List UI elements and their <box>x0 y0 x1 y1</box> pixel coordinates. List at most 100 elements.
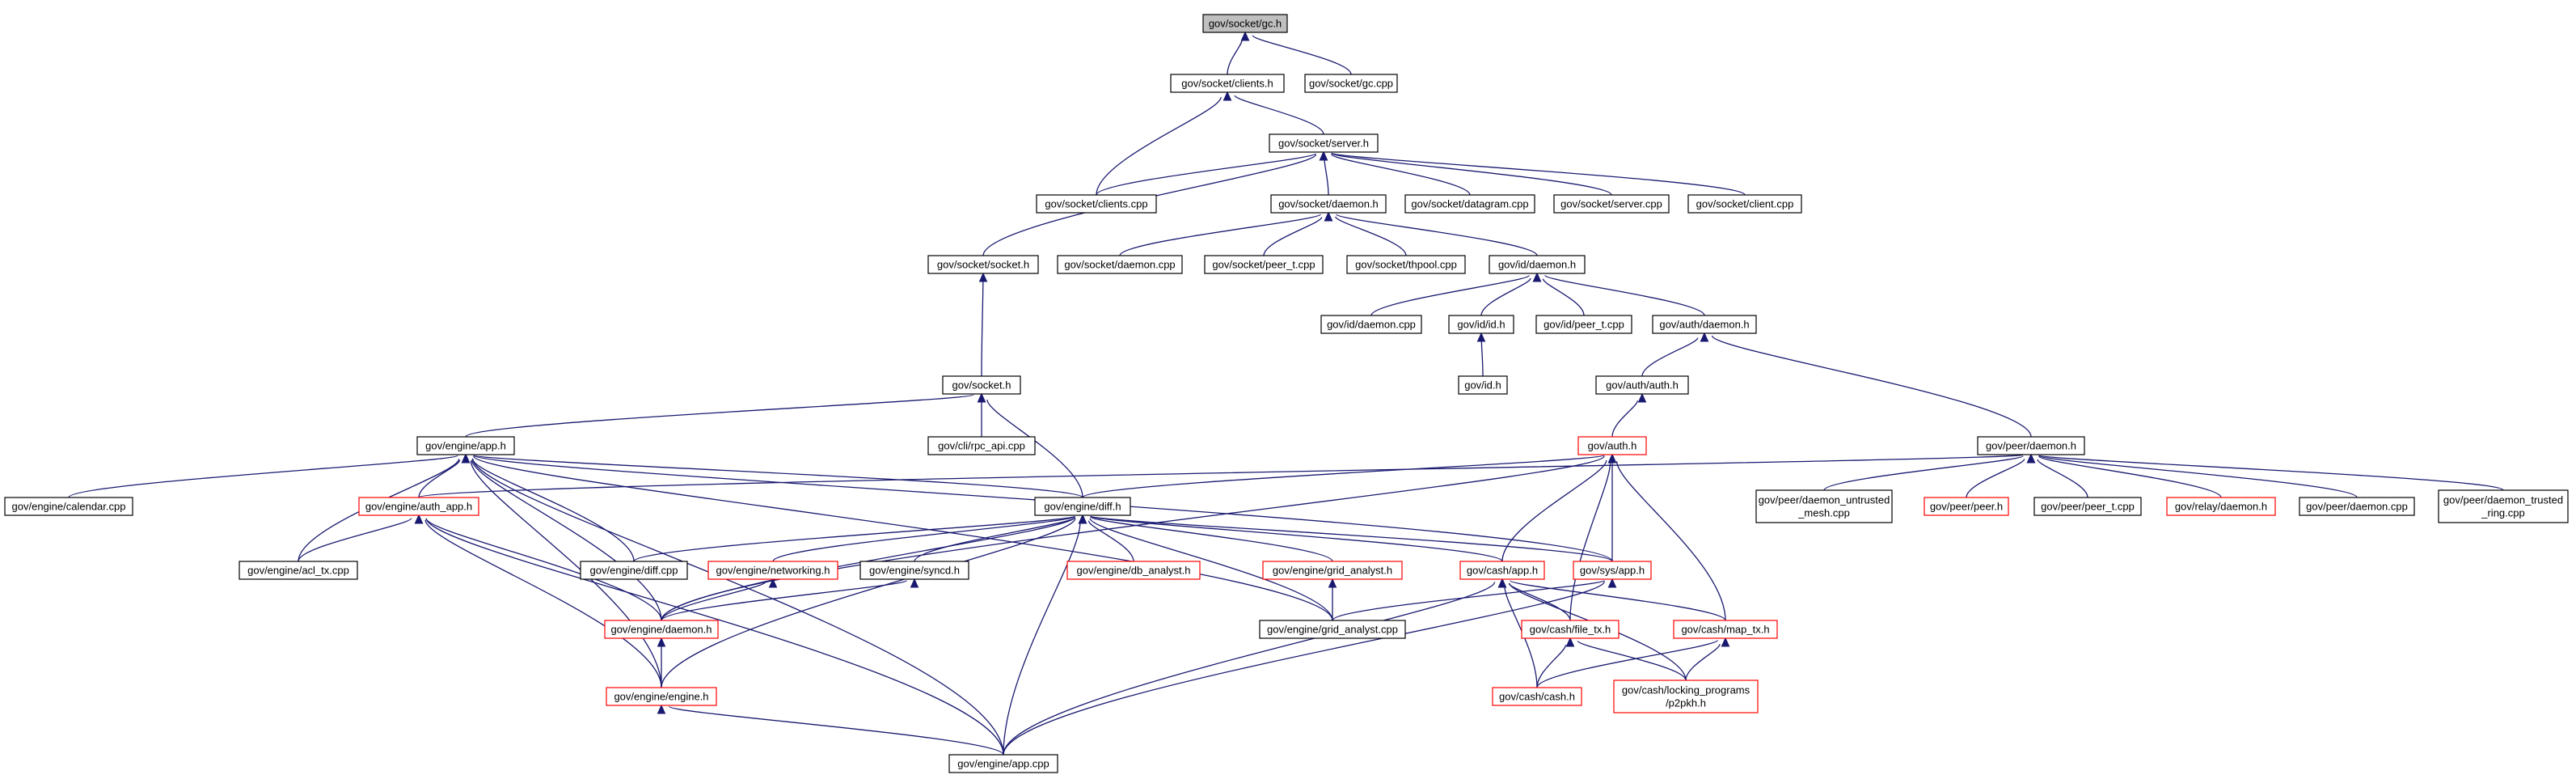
node-box[interactable] <box>2033 497 2142 516</box>
node-socket_socket_h[interactable]: gov/socket/socket.h <box>927 255 1039 274</box>
node-auth_daemon_h[interactable]: gov/auth/daemon.h <box>1652 315 1757 334</box>
node-box[interactable] <box>1652 315 1757 334</box>
node-trusted_ring[interactable]: gov/peer/daemon_trusted_ring.cpp <box>2438 489 2569 523</box>
node-box[interactable] <box>1535 315 1632 334</box>
node-server_cpp[interactable]: gov/socket/server.cpp <box>1553 194 1670 214</box>
node-box[interactable] <box>1595 375 1689 395</box>
node-map_tx_h[interactable]: gov/cash/map_tx.h <box>1673 620 1778 639</box>
node-box[interactable] <box>942 375 1021 395</box>
node-gc_cpp[interactable]: gov/socket/gc.cpp <box>1304 74 1398 93</box>
node-clients_cpp[interactable]: gov/socket/clients.cpp <box>1036 194 1157 214</box>
node-calendar_cpp[interactable]: gov/engine/calendar.cpp <box>4 497 133 516</box>
node-box[interactable] <box>859 561 969 580</box>
node-box[interactable] <box>1489 255 1586 274</box>
node-box[interactable] <box>239 561 358 580</box>
node-box[interactable] <box>604 620 719 639</box>
node-box[interactable] <box>1262 561 1403 580</box>
node-diff_h[interactable]: gov/engine/diff.h <box>1034 497 1131 516</box>
node-box[interactable] <box>1977 436 2085 455</box>
node-box[interactable] <box>1204 255 1324 274</box>
node-diff_cpp[interactable]: gov/engine/diff.cpp <box>580 561 688 580</box>
node-box[interactable] <box>1459 561 1545 580</box>
node-box[interactable] <box>1346 255 1466 274</box>
node-box[interactable] <box>927 436 1036 455</box>
node-auth_h[interactable]: gov/auth.h <box>1577 436 1647 455</box>
node-id_daemon_cpp[interactable]: gov/id/daemon.cpp <box>1320 315 1422 334</box>
node-box[interactable] <box>1492 687 1582 706</box>
node-box[interactable] <box>1304 74 1398 93</box>
node-box[interactable] <box>1577 436 1647 455</box>
node-grid_analyst_cpp[interactable]: gov/engine/grid_analyst.cpp <box>1259 620 1406 639</box>
node-box[interactable] <box>1573 561 1652 580</box>
node-gc_h[interactable]: gov/socket/gc.h <box>1202 14 1288 33</box>
node-grid_analyst_h[interactable]: gov/engine/grid_analyst.h <box>1262 561 1403 580</box>
node-client_cpp[interactable]: gov/socket/client.cpp <box>1687 194 1802 214</box>
node-box[interactable] <box>1259 620 1406 639</box>
node-datagram_cpp[interactable]: gov/socket/datagram.cpp <box>1404 194 1535 214</box>
node-relay_daemon_h[interactable]: gov/relay/daemon.h <box>2166 497 2276 516</box>
node-clients_h[interactable]: gov/socket/clients.h <box>1170 74 1285 93</box>
node-box[interactable] <box>1320 315 1422 334</box>
node-box[interactable] <box>416 436 515 455</box>
node-id_h[interactable]: gov/id.h <box>1458 375 1508 395</box>
node-peer_daemon_cpp[interactable]: gov/peer/daemon.cpp <box>2299 497 2415 516</box>
node-peer_h[interactable]: gov/peer/peer.h <box>1924 497 2009 516</box>
node-db_analyst_h[interactable]: gov/engine/db_analyst.h <box>1066 561 1201 580</box>
node-id_peer_t_cpp[interactable]: gov/id/peer_t.cpp <box>1535 315 1632 334</box>
node-untrusted_mesh[interactable]: gov/peer/daemon_untrusted_mesh.cpp <box>1755 489 1893 523</box>
node-file_tx_h[interactable]: gov/cash/file_tx.h <box>1521 620 1620 639</box>
node-sys_app_h[interactable]: gov/sys/app.h <box>1573 561 1652 580</box>
node-box[interactable] <box>1404 194 1535 214</box>
node-socket_h[interactable]: gov/socket.h <box>942 375 1021 395</box>
node-box[interactable] <box>1673 620 1778 639</box>
node-box[interactable] <box>1057 255 1183 274</box>
node-auth_auth_h[interactable]: gov/auth/auth.h <box>1595 375 1689 395</box>
node-cash_app_h[interactable]: gov/cash/app.h <box>1459 561 1545 580</box>
node-box[interactable] <box>358 497 479 516</box>
node-box[interactable] <box>1924 497 2009 516</box>
node-box[interactable] <box>580 561 688 580</box>
node-p2pkh_h[interactable]: gov/cash/locking_programs/p2pkh.h <box>1613 680 1759 713</box>
node-box[interactable] <box>1202 14 1288 33</box>
node-engine_engine_h[interactable]: gov/engine/engine.h <box>606 687 717 706</box>
node-engine_app_h[interactable]: gov/engine/app.h <box>416 436 515 455</box>
node-box[interactable] <box>1553 194 1670 214</box>
node-peer_t_cpp_s[interactable]: gov/socket/peer_t.cpp <box>1204 255 1324 274</box>
node-syncd_h[interactable]: gov/engine/syncd.h <box>859 561 969 580</box>
node-networking_h[interactable]: gov/engine/networking.h <box>707 561 838 580</box>
node-box[interactable] <box>2438 489 2569 523</box>
node-box[interactable] <box>1270 194 1387 214</box>
node-sdaemon_h[interactable]: gov/socket/daemon.h <box>1270 194 1387 214</box>
node-box[interactable] <box>707 561 838 580</box>
node-box[interactable] <box>1066 561 1201 580</box>
node-box[interactable] <box>4 497 133 516</box>
node-acl_tx_cpp[interactable]: gov/engine/acl_tx.cpp <box>239 561 358 580</box>
node-box[interactable] <box>927 255 1039 274</box>
node-box[interactable] <box>606 687 717 706</box>
node-peer_daemon_h[interactable]: gov/peer/daemon.h <box>1977 436 2085 455</box>
node-box[interactable] <box>1458 375 1508 395</box>
node-id_id_h[interactable]: gov/id/id.h <box>1448 315 1514 334</box>
node-sdaemon_cpp[interactable]: gov/socket/daemon.cpp <box>1057 255 1183 274</box>
node-box[interactable] <box>1755 489 1893 523</box>
node-id_daemon_h[interactable]: gov/id/daemon.h <box>1489 255 1586 274</box>
node-box[interactable] <box>1170 74 1285 93</box>
node-peer_peer_t_cpp[interactable]: gov/peer/peer_t.cpp <box>2033 497 2142 516</box>
node-box[interactable] <box>1448 315 1514 334</box>
node-box[interactable] <box>1036 194 1157 214</box>
node-thpool_cpp[interactable]: gov/socket/thpool.cpp <box>1346 255 1466 274</box>
node-box[interactable] <box>2166 497 2276 516</box>
node-box[interactable] <box>1613 680 1759 713</box>
node-box[interactable] <box>1687 194 1802 214</box>
node-box[interactable] <box>2299 497 2415 516</box>
node-auth_app_h[interactable]: gov/engine/auth_app.h <box>358 497 479 516</box>
node-box[interactable] <box>948 754 1058 773</box>
node-box[interactable] <box>1521 620 1620 639</box>
node-cash_cash_h[interactable]: gov/cash/cash.h <box>1492 687 1582 706</box>
node-rpc_api_cpp[interactable]: gov/cli/rpc_api.cpp <box>927 436 1036 455</box>
node-engine_daemon_h[interactable]: gov/engine/daemon.h <box>604 620 719 639</box>
node-server_h[interactable]: gov/socket/server.h <box>1269 133 1379 153</box>
node-box[interactable] <box>1269 133 1379 153</box>
node-box[interactable] <box>1034 497 1131 516</box>
node-engine_app_cpp[interactable]: gov/engine/app.cpp <box>948 754 1058 773</box>
